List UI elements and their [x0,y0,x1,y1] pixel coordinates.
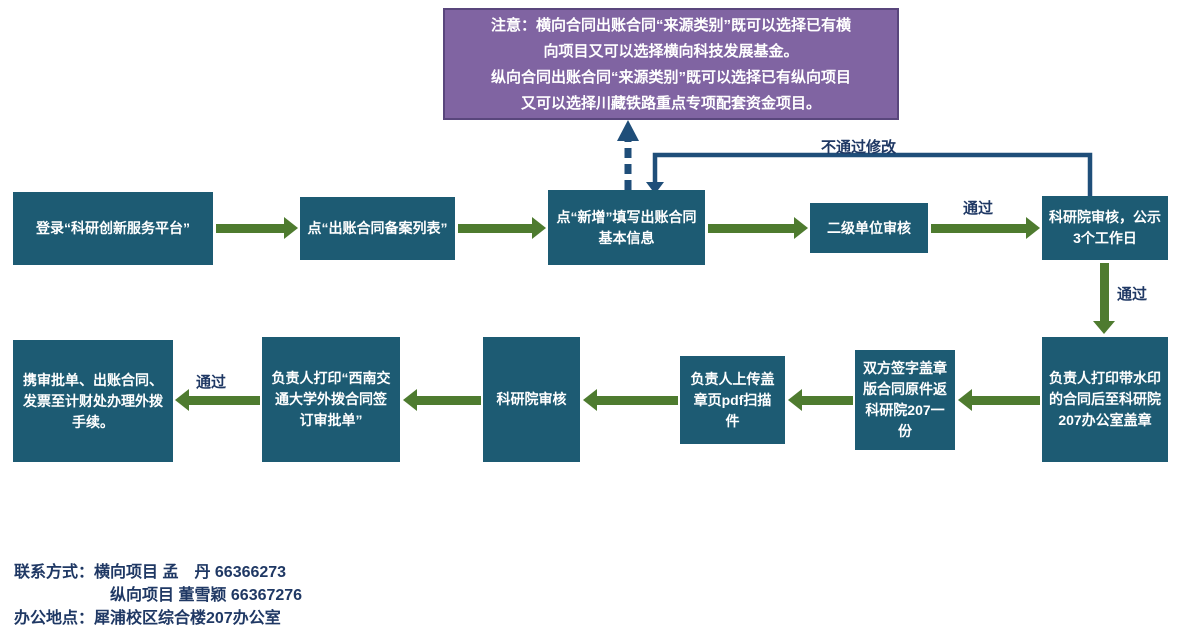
flow-arrow-right-1 [216,217,298,239]
contact-block: 联系方式：横向项目 孟 丹 66366273 纵向项目 董雪颖 66367276… [14,561,302,630]
note-text-line: 纵向合同出账合同“来源类别”既可以选择已有纵向项目 [490,69,851,86]
step-contract-filing-list: 点“出账合同备案列表” [300,197,455,260]
reject-loop-connector [652,152,1093,196]
step-research-office-review-publicity: 科研院审核，公示3个工作日 [1042,196,1168,260]
note-text-line: 又可以选择川藏铁路重点专项配套资金项目。 [520,95,821,112]
step-finance-office-transfer: 携审批单、出账合同、发票至计财处办理外拨手续。 [13,340,173,462]
step-print-watermarked-contract: 负责人打印带水印的合同后至科研院207办公室盖章 [1042,337,1168,462]
step-print-approval-form: 负责人打印“西南交通大学外拨合同签订审批单” [262,337,400,462]
pass-label-middle: 通过 [1117,286,1148,303]
note-box: 注意：横向合同出账合同“来源类别”既可以选择已有横 向项目又可以选择横向科技发展… [443,8,899,120]
flow-arrow-left-1 [958,389,1040,411]
step-login-platform: 登录“科研创新服务平台” [13,192,213,265]
step-research-office-review: 科研院审核 [483,337,580,462]
flow-arrow-right-2 [458,217,546,239]
flow-arrow-left-5 [175,389,260,411]
contact-line-2: 纵向项目 董雪颖 66367276 [110,587,303,604]
reject-label: 不通过修改 [821,139,897,156]
flow-arrow-down [1093,263,1115,334]
step-upload-stamped-pdf: 负责人上传盖章页pdf扫描件 [680,356,785,444]
flow-arrow-right-3 [708,217,808,239]
step-return-signed-original: 双方签字盖章版合同原件返科研院207一份 [855,350,955,450]
pass-label-top: 通过 [963,200,994,217]
step-new-contract-info: 点“新增”填写出账合同基本信息 [548,190,705,265]
flow-arrow-left-3 [583,389,678,411]
flow-arrow-left-2 [788,389,853,411]
step-secondary-unit-review: 二级单位审核 [810,203,928,253]
pass-label-bottom: 通过 [196,374,227,391]
note-dashed-arrowhead-up [617,120,639,141]
contact-line-3: 办公地点：犀浦校区综合楼207办公室 [14,610,281,627]
contact-line-1: 联系方式：横向项目 孟 丹 66366273 [14,564,287,581]
flow-arrow-right-4 [931,217,1040,239]
flow-arrow-left-4 [403,389,481,411]
note-text-line: 向项目又可以选择横向科技发展基金。 [543,43,799,60]
note-text-line: 注意：横向合同出账合同“来源类别”既可以选择已有横 [490,17,851,34]
